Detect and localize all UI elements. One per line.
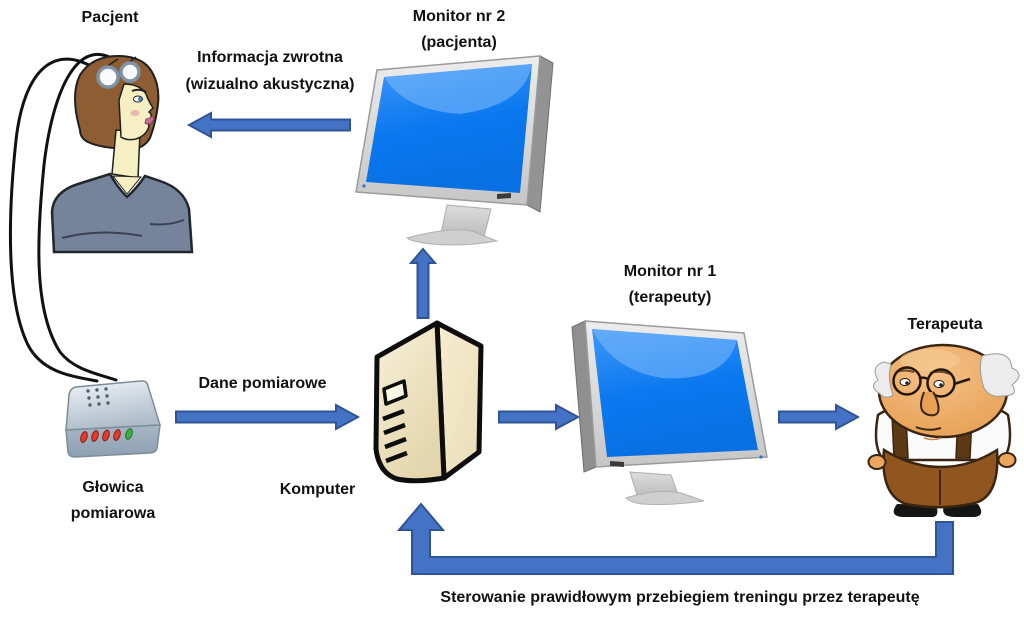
label-monitor-1-line2: (terapeuty): [628, 289, 712, 306]
label-sensor-head: Głowica pomiarowa: [38, 475, 188, 527]
label-sensor-head-line2: pomiarowa: [70, 505, 156, 522]
label-sensor-head-line1: Głowica: [82, 479, 144, 496]
sensor-led-green: [125, 428, 133, 440]
electrode-wire-left: [8, 57, 105, 383]
label-monitor-1-line1: Monitor nr 1: [623, 263, 717, 280]
patient-shoulder-fold: [149, 219, 185, 226]
patient-eyebrow: [131, 88, 147, 93]
monitor-1-icon: [571, 320, 768, 506]
label-monitor-2-line2: (pacjenta): [421, 34, 497, 51]
monitor2-button: [497, 193, 511, 199]
sensor-front-face: [65, 424, 161, 458]
arrow-monitor1-to-therapist: [778, 403, 861, 431]
therapist-hand-right: [997, 452, 1017, 468]
label-feedback-line2: (wizualno akustyczna): [185, 76, 355, 93]
sensor-led-red: [80, 429, 121, 443]
therapist-glasses: [892, 366, 971, 398]
sensor-vent-dots: [86, 387, 110, 407]
flow-arrows: [175, 111, 954, 575]
label-therapist-control: Sterowanie prawidłowym przebiegiem treni…: [440, 589, 920, 606]
therapist-chin-crease: [923, 437, 942, 441]
tower-vents: [382, 408, 408, 464]
monitor1-power-led: [759, 455, 763, 459]
electrode-wires: [8, 52, 127, 383]
patient-lips: [144, 115, 155, 125]
tower-front-face: [373, 320, 447, 484]
arrow-sensor-to-computer: [175, 403, 361, 431]
eeg-electrode-2: [119, 61, 141, 83]
therapist-illustration: [867, 343, 1020, 517]
eeg-electrode-1: [96, 65, 120, 89]
patient-chest: [111, 175, 143, 195]
label-feedback: Informacja zwrotna (wizualno akustyczna): [160, 44, 380, 98]
sensor-device-icon: [65, 380, 161, 458]
therapist-bald-sheen: [900, 349, 960, 371]
arrow-computer-to-monitor1: [498, 403, 581, 431]
label-therapist: Terapeuta: [907, 316, 983, 333]
label-computer: Komputer: [279, 481, 356, 498]
tower-drive-slot: [382, 379, 408, 406]
monitor2-stand-base: [405, 229, 499, 246]
patient-iris: [138, 97, 142, 101]
arrow-computer-to-monitor2: [408, 247, 438, 319]
patient-illustration: [50, 54, 194, 254]
electrode-wire-right: [37, 52, 127, 382]
therapist-mouth: [915, 426, 942, 431]
therapist-nose: [919, 391, 940, 417]
monitor1-screen-sheen: [592, 329, 737, 379]
arrow-therapist-control-to-computer: [396, 502, 954, 575]
monitor1-button: [610, 461, 624, 467]
monitor-2-icon: [355, 55, 554, 246]
label-patient: Pacjent: [81, 9, 139, 26]
therapist-hand-left: [867, 454, 887, 470]
label-measurement-data: Dane pomiarowe: [198, 375, 327, 392]
label-monitor-2: Monitor nr 2 (pacjenta): [385, 4, 533, 56]
patient-arm-fold: [61, 231, 143, 239]
monitor2-power-led: [362, 184, 366, 188]
label-monitor-1: Monitor nr 1 (terapeuty): [595, 259, 745, 311]
therapist-hair-right: [979, 353, 1020, 397]
monitor2-screen-sheen: [384, 64, 532, 114]
therapist-eye-right: [933, 380, 945, 388]
monitor1-stand-base: [625, 490, 705, 506]
computer-tower-icon: [373, 320, 484, 484]
label-monitor-2-line1: Monitor nr 2: [412, 8, 506, 25]
therapist-hair-left: [873, 361, 894, 398]
therapist-eye-left: [899, 378, 911, 386]
patient-blush: [130, 110, 140, 116]
sensor-top-face: [65, 380, 161, 431]
arrow-feedback-to-patient: [186, 111, 351, 139]
label-feedback-line1: Informacja zwrotna: [197, 49, 343, 66]
